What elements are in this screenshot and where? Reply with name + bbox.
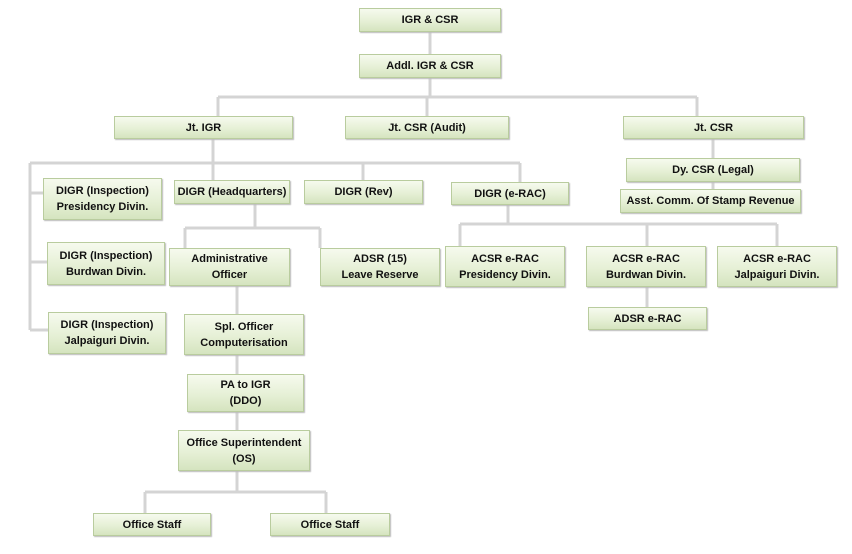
node-digr-hq-label: DIGR (Headquarters) (177, 186, 287, 198)
node-digr-rev-label: DIGR (Rev) (334, 186, 393, 198)
node-digr-burdwan: DIGR (Inspection) Burdwan Divin. (47, 242, 165, 285)
node-digr-presidency: DIGR (Inspection) Presidency Divin. (43, 178, 162, 220)
node-dy-csr-legal-label: Dy. CSR (Legal) (672, 164, 754, 176)
node-spl-officer: Spl. Officer Computerisation (184, 314, 304, 355)
node-jt-csr-audit: Jt. CSR (Audit) (345, 116, 509, 139)
node-acsr-presidency: ACSR e-RAC Presidency Divin. (445, 246, 565, 287)
node-pa-igr-label: PA to IGR (DDO) (220, 379, 271, 407)
node-digr-burdwan-label: DIGR (Inspection) Burdwan Divin. (59, 249, 153, 278)
node-addl-igr-csr-label: Addl. IGR & CSR (386, 60, 474, 72)
node-digr-rev: DIGR (Rev) (304, 180, 423, 204)
node-acsr-burdwan-label: ACSR e-RAC Burdwan Divin. (605, 252, 687, 281)
node-asst-comm-stamp-label: Asst. Comm. Of Stamp Revenue (626, 195, 795, 207)
node-adsr-erac-label: ADSR e-RAC (613, 312, 682, 325)
node-adsr-erac: ADSR e-RAC (588, 307, 707, 330)
node-jt-csr-label: Jt. CSR (693, 121, 734, 134)
node-pa-igr: PA to IGR (DDO) (187, 374, 304, 412)
node-dy-csr-legal: Dy. CSR (Legal) (626, 158, 800, 182)
node-admin-officer-label: Administrative Officer (191, 253, 268, 281)
node-adsr-leave: ADSR (15) Leave Reserve (320, 248, 440, 286)
node-office-staff-2: Office Staff (270, 513, 390, 536)
node-acsr-burdwan: ACSR e-RAC Burdwan Divin. (586, 246, 706, 287)
node-spl-officer-label: Spl. Officer Computerisation (200, 320, 288, 349)
node-addl-igr-csr: Addl. IGR & CSR (359, 54, 501, 78)
node-office-staff-1-label: Office Staff (122, 518, 182, 531)
node-igr-csr-label: IGR & CSR (401, 14, 459, 26)
node-jt-igr: Jt. IGR (114, 116, 293, 139)
node-office-supt: Office Superintendent (OS) (178, 430, 310, 471)
node-jt-igr-label: Jt. IGR (185, 121, 222, 134)
node-igr-csr: IGR & CSR (359, 8, 501, 32)
node-admin-officer: Administrative Officer (169, 248, 290, 286)
node-jt-csr: Jt. CSR (623, 116, 804, 139)
node-office-staff-2-label: Office Staff (300, 518, 360, 531)
node-jt-csr-audit-label: Jt. CSR (Audit) (388, 121, 466, 134)
node-office-staff-1: Office Staff (93, 513, 211, 536)
node-acsr-jalpaiguri-label: ACSR e-RAC Jalpaiguri Divin. (734, 252, 820, 281)
node-office-supt-label: Office Superintendent (OS) (186, 436, 302, 465)
node-digr-jalpaiguri: DIGR (Inspection) Jalpaiguri Divin. (48, 312, 166, 354)
node-digr-jalpaiguri-label: DIGR (Inspection) Jalpaiguri Divin. (60, 319, 154, 347)
node-digr-hq: DIGR (Headquarters) (174, 180, 290, 204)
node-acsr-presidency-label: ACSR e-RAC Presidency Divin. (459, 252, 551, 281)
node-digr-erac-label: DIGR (e-RAC) (474, 187, 546, 200)
node-acsr-jalpaiguri: ACSR e-RAC Jalpaiguri Divin. (717, 246, 837, 287)
node-adsr-leave-label: ADSR (15) Leave Reserve (341, 253, 419, 281)
node-asst-comm-stamp: Asst. Comm. Of Stamp Revenue (620, 189, 801, 213)
node-digr-erac: DIGR (e-RAC) (451, 182, 569, 205)
node-digr-presidency-label: DIGR (Inspection) Presidency Divin. (56, 185, 149, 213)
